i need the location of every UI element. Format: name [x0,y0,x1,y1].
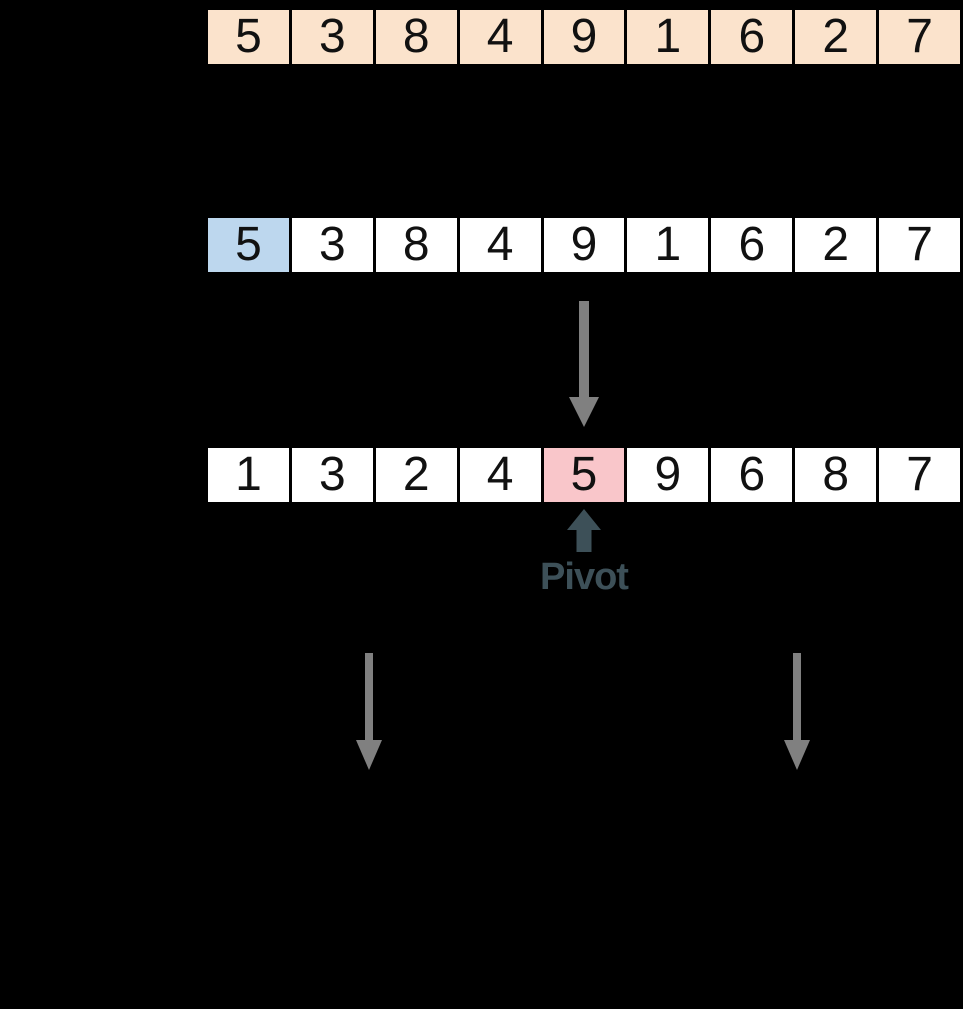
array-cell: 9 [624,445,712,505]
array-cell: 2 [372,445,460,505]
array-cell: 3 [288,215,376,275]
array-cell: 2 [792,215,880,275]
array-cell: 3 [288,445,376,505]
left-subarray-down-arrow-icon [356,653,382,770]
array-cell: 8 [792,445,880,505]
array-cell: 7 [876,7,963,67]
array-cell: 7 [876,445,963,505]
array-cell: 9 [540,7,628,67]
array-cell: 1 [624,215,712,275]
pivot-up-arrow-icon [567,509,601,552]
array-cell: 6 [708,445,796,505]
array-cell: 8 [372,215,460,275]
array-cell: 9 [540,215,628,275]
array-cell: 5 [205,215,292,275]
array-cell: 5 [540,445,628,505]
array-cell: 7 [876,215,963,275]
right-subarray-down-arrow-icon [784,653,810,770]
down-arrow-icon [569,301,599,427]
array-cell: 6 [708,7,796,67]
array-cell: 8 [372,7,460,67]
array-cell: 4 [456,7,544,67]
array-cell: 4 [456,445,544,505]
array-cell: 5 [205,7,292,67]
array-cell: 2 [792,7,880,67]
array-cell: 1 [205,445,292,505]
array-cell: 3 [288,7,376,67]
pivot-label: Pivot [540,556,629,598]
array-cell: 6 [708,215,796,275]
array-cell: 4 [456,215,544,275]
array-cell: 1 [624,7,712,67]
